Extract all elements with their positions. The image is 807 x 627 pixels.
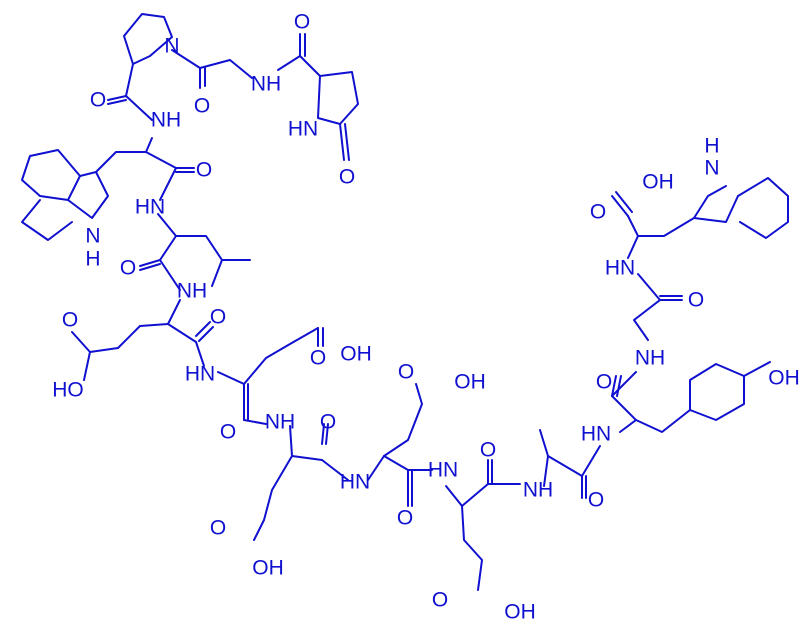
atom-labels: N NH HN O NH O O O O HN H N O NH O O HO … (52, 11, 800, 624)
atom-label: HN (288, 118, 318, 141)
atom-label: O (194, 95, 210, 118)
atom-label: H (85, 248, 100, 271)
atom-label: O (196, 159, 212, 182)
atom-label: OH (252, 557, 284, 580)
atom-label: HN (428, 459, 458, 482)
atom-label: N (85, 225, 100, 248)
atom-label: HN (605, 257, 635, 280)
atom-label: O (339, 166, 355, 189)
atom-label: O (62, 309, 78, 332)
atom-label: HO (52, 379, 84, 402)
atom-label: HN (581, 423, 611, 446)
atom-label: HN (185, 363, 215, 386)
atom-label: O (310, 347, 326, 370)
atom-label: OH (340, 343, 372, 366)
atom-label: HN (340, 471, 370, 494)
atom-label: NH (635, 347, 665, 370)
atom-label: NH (251, 73, 281, 96)
atom-label: N (164, 35, 179, 58)
atom-label: O (432, 589, 448, 612)
atom-label: H (704, 135, 719, 158)
atom-label: O (397, 507, 413, 530)
atom-label: O (320, 411, 336, 434)
atom-label: N (704, 157, 719, 180)
atom-label: OH (454, 371, 486, 394)
atom-label: NH (151, 109, 181, 132)
atom-label: NH (177, 280, 207, 303)
bond-lines (21, 13, 789, 591)
atom-label: NH (265, 411, 295, 434)
atom-label: O (210, 306, 226, 329)
atom-label: HN (135, 196, 165, 219)
atom-label: O (588, 489, 604, 512)
atom-label: O (596, 371, 612, 394)
atom-label: O (220, 421, 236, 444)
atom-label: O (90, 89, 106, 112)
atom-label: O (590, 201, 606, 224)
atom-label: OH (504, 601, 536, 624)
atom-label: NH (523, 479, 553, 502)
atom-label: O (398, 361, 414, 384)
atom-label: O (210, 517, 226, 540)
atom-label: O (294, 11, 310, 34)
atom-label: O (480, 439, 496, 462)
atom-label: O (688, 289, 704, 312)
atom-label: OH (642, 171, 674, 194)
atom-label: OH (768, 367, 800, 390)
atom-label: O (120, 257, 136, 280)
